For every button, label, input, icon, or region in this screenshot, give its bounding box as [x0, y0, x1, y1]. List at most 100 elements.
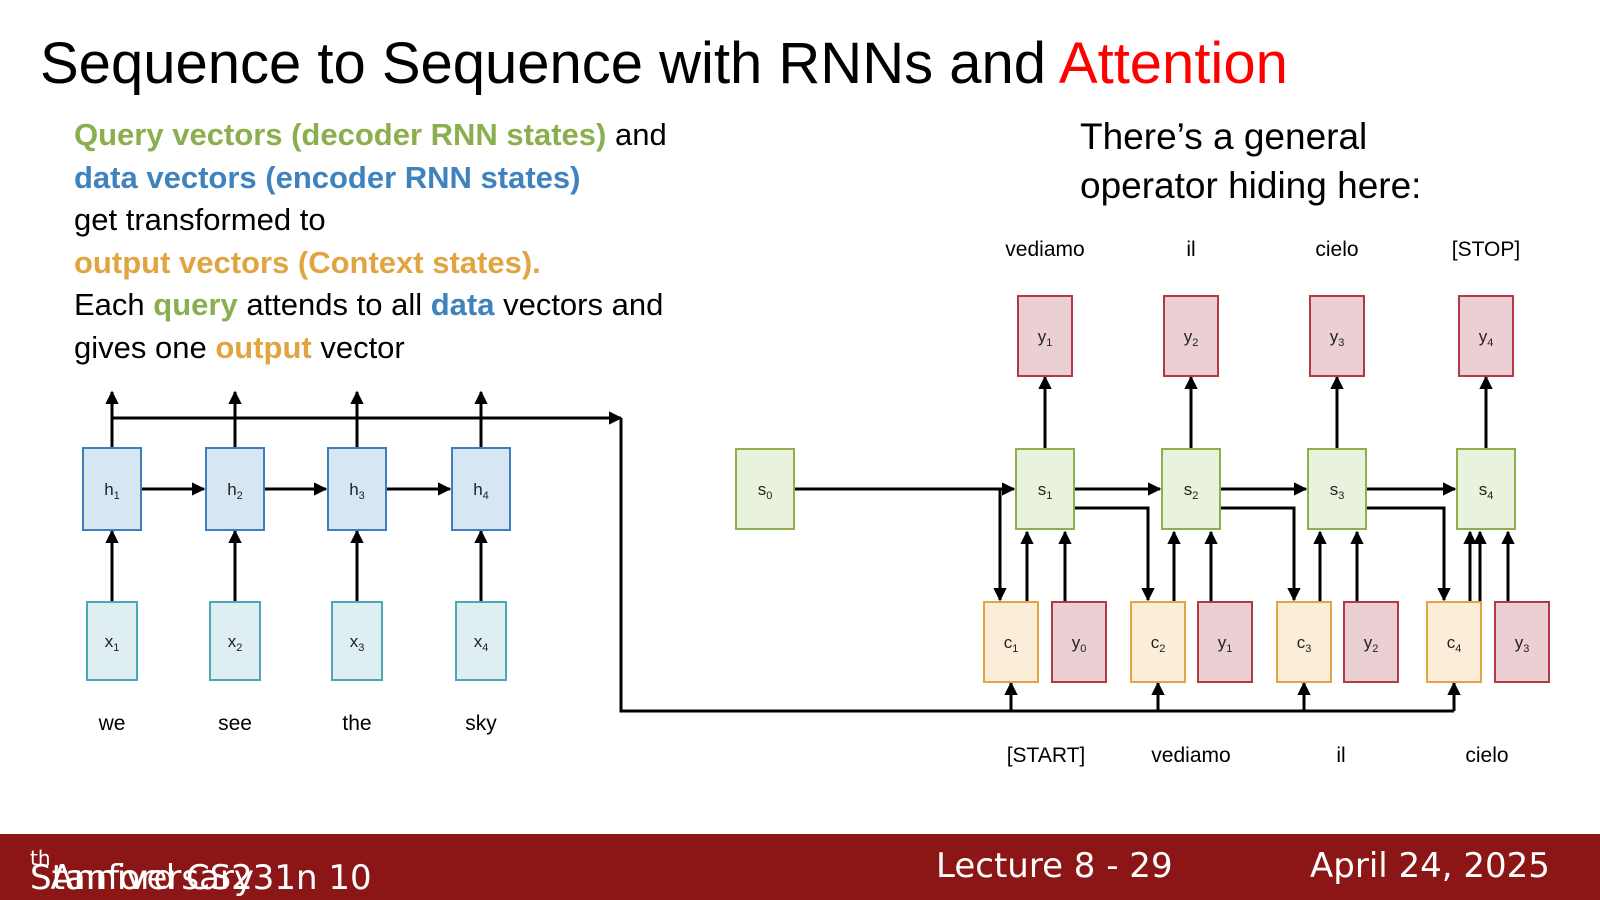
h3-box-rect — [327, 447, 387, 531]
general-operator-note: There’s a general operator hiding here: — [1080, 112, 1421, 210]
y-in3-box: y2 — [1343, 601, 1399, 683]
y-out3-box: y3 — [1309, 295, 1365, 377]
c1-box-rect — [983, 601, 1039, 683]
input-token-3: il — [1336, 744, 1345, 767]
y-out2-box-rect — [1163, 295, 1219, 377]
output-vectors-text: output vectors (Context states). — [74, 244, 541, 280]
y-out2-box: y2 — [1163, 295, 1219, 377]
s1-box-rect — [1015, 448, 1075, 530]
s2-box-rect — [1161, 448, 1221, 530]
s1-to-c2-arrow — [1075, 506, 1155, 602]
input-token-2: vediamo — [1151, 744, 1230, 767]
x2-box-rect — [209, 601, 261, 681]
note-line-2: operator hiding here: — [1080, 165, 1422, 206]
query-vectors-text: Query vectors (decoder RNN states) — [74, 117, 607, 152]
x1-box-rect — [86, 601, 138, 681]
connection-arrows — [105, 375, 1515, 713]
desc-l6-a: gives one — [74, 329, 216, 365]
desc-line-6: gives one output vector — [74, 327, 667, 370]
s3-to-c4-arrow — [1367, 506, 1451, 602]
s1-box: s1 — [1015, 448, 1075, 530]
title-main: Sequence to Sequence with RNNs and — [40, 31, 1046, 96]
course-name-sup: th — [30, 846, 51, 870]
c2-box: c2 — [1130, 601, 1186, 683]
x3-box-rect — [331, 601, 383, 681]
h4-box-rect — [451, 447, 511, 531]
c4-box-rect — [1426, 601, 1482, 683]
y-out1-box-rect — [1017, 295, 1073, 377]
target-word-3: cielo — [1315, 238, 1358, 261]
source-word-3: the — [342, 712, 371, 735]
s4-box: s4 — [1456, 448, 1516, 530]
c3-box-rect — [1276, 601, 1332, 683]
y-out4-box-rect — [1458, 295, 1514, 377]
course-name-a: Stanford CS231n 10 — [30, 858, 372, 898]
y-in1-box: y0 — [1051, 601, 1107, 683]
y-in1-box-rect — [1051, 601, 1107, 683]
slide-title: Sequence to Sequence with RNNs and Atten… — [40, 30, 1288, 97]
y-in2-box-rect — [1197, 601, 1253, 683]
source-word-1: we — [98, 712, 126, 735]
x2-box: x2 — [209, 601, 261, 681]
description-text: Query vectors (decoder RNN states) and d… — [74, 114, 667, 369]
c2-box-rect — [1130, 601, 1186, 683]
h3-box: h3 — [327, 447, 387, 531]
source-word-2: see — [218, 712, 252, 735]
s3-box: s3 — [1307, 448, 1367, 530]
c3-box: c3 — [1276, 601, 1332, 683]
input-token-1: [START] — [1007, 744, 1086, 767]
c4-box: c4 — [1426, 601, 1482, 683]
lecture-number: Lecture 8 - 29 — [936, 846, 1173, 886]
x4-box: x4 — [455, 601, 507, 681]
lecture-date: April 24, 2025 — [1310, 846, 1550, 886]
desc-l1-suffix: and — [606, 117, 667, 152]
s3-box-rect — [1307, 448, 1367, 530]
desc-l5-e: vectors and — [494, 287, 664, 322]
h1-box: h1 — [82, 447, 142, 531]
c1-box: c1 — [983, 601, 1039, 683]
s2-box: s2 — [1161, 448, 1221, 530]
y-in4-box: y3 — [1494, 601, 1550, 683]
h2-box: h2 — [205, 447, 265, 531]
target-word-4: [STOP] — [1452, 238, 1520, 261]
desc-l6-c: vector — [311, 329, 405, 365]
y-out4-box: y4 — [1458, 295, 1514, 377]
data-bus-line — [619, 418, 1454, 713]
note-line-1: There’s a general — [1080, 116, 1368, 157]
target-word-1: vediamo — [1005, 238, 1084, 261]
h4-box: h4 — [451, 447, 511, 531]
desc-l6-output: output — [215, 329, 312, 365]
x3-box: x3 — [331, 601, 383, 681]
desc-line-1: Query vectors (decoder RNN states) and — [74, 114, 667, 157]
desc-line-5: Each query attends to all data vectors a… — [74, 284, 667, 327]
title-accent: Attention — [1058, 31, 1288, 96]
token-labels: we see the sky vediamo il cielo [STOP] [START] ve… — [98, 238, 1521, 767]
desc-line-3: get transformed to — [74, 202, 326, 237]
s2-to-c3-arrow — [1221, 506, 1301, 602]
s0-box: s0 — [735, 448, 795, 530]
desc-l5-data: data — [430, 287, 495, 322]
s0-box-rect — [735, 448, 795, 530]
data-vectors-text: data vectors (encoder RNN states) — [74, 159, 581, 195]
y-out3-box-rect — [1309, 295, 1365, 377]
desc-l5-query: query — [153, 287, 238, 322]
input-token-4: cielo — [1465, 744, 1508, 767]
y-in4-box-rect — [1494, 601, 1550, 683]
desc-l5-a: Each — [74, 287, 154, 322]
y-out1-box: y1 — [1017, 295, 1073, 377]
h1-box-rect — [82, 447, 142, 531]
desc-l5-c: attends to all — [237, 287, 431, 322]
h2-box-rect — [205, 447, 265, 531]
course-name-b: Anniversary — [50, 858, 254, 898]
y-in3-box-rect — [1343, 601, 1399, 683]
source-word-4: sky — [465, 712, 497, 735]
x1-box: x1 — [86, 601, 138, 681]
x4-box-rect — [455, 601, 507, 681]
s4-box-rect — [1456, 448, 1516, 530]
y-in2-box: y1 — [1197, 601, 1253, 683]
target-word-2: il — [1186, 238, 1195, 261]
